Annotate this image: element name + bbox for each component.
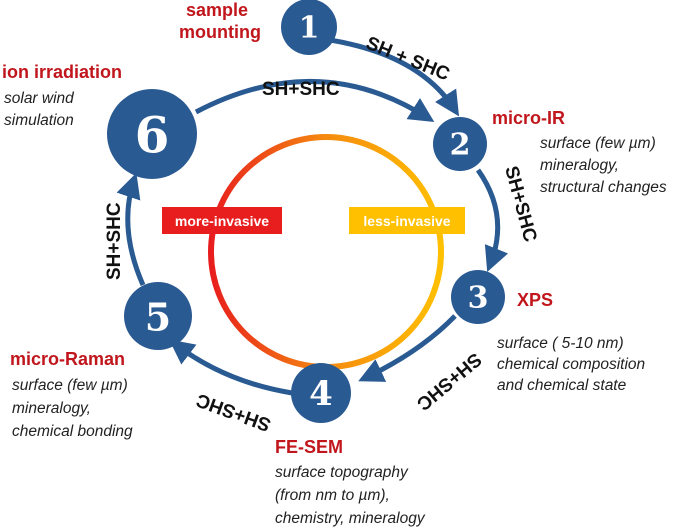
step-5-desc-line-3: chemical bonding (12, 423, 133, 440)
step-3-desc-line-2: chemical composition (497, 356, 645, 373)
more-invasive-label: more-invasive (175, 213, 269, 229)
arrow-4-to-5 (169, 339, 293, 396)
arrow-3-to-4 (358, 314, 457, 382)
more-invasive-badge: more-invasive (162, 207, 282, 234)
edge-label-5-6: SH+SHC (104, 202, 125, 280)
step-2-title: micro-IR (492, 108, 565, 128)
step-1-title-line2: mounting (179, 22, 261, 42)
step-3-desc-line-3: and chemical state (497, 377, 627, 394)
edge-label-4-5: SH+SHC (193, 389, 273, 435)
step-4-title: FE-SEM (275, 437, 343, 457)
invasiveness-ring (208, 134, 444, 370)
step-2-desc-line-1: surface (few µm) (540, 135, 656, 152)
step-3-node: 3 (451, 270, 505, 324)
step-2-node: 2 (433, 117, 487, 171)
step-6-desc-line-1: solar wind (4, 90, 75, 107)
less-invasive-badge: less-invasive (349, 207, 465, 234)
arrow-6-to-2 (194, 78, 435, 123)
step-3-desc-line-1: surface ( 5-10 nm) (497, 335, 624, 352)
step-6-number: 6 (135, 106, 170, 165)
edge-label-6-2: SH+SHC (262, 79, 340, 100)
step-5-title: micro-Raman (10, 349, 125, 369)
step-5-desc-line-2: mineralogy, (12, 400, 91, 417)
step-2-desc-line-2: mineralogy, (540, 157, 619, 174)
arrow-2-to-3 (475, 168, 509, 272)
step-5-number: 5 (145, 295, 171, 340)
step-1-title: sample (186, 0, 248, 20)
step-5-node: 5 (124, 282, 192, 350)
step-1-node: 1 (281, 0, 337, 55)
edge-label-3-4: SH+SHC (412, 348, 485, 414)
step-6-title: ion irradiation (2, 62, 122, 82)
step-6-node: 6 (107, 89, 197, 179)
arrow-5-to-6 (116, 172, 146, 287)
less-invasive-label: less-invasive (363, 213, 450, 229)
step-5-desc-line-1: surface (few µm) (12, 377, 128, 394)
step-4-desc-line-2: (from nm to µm), (275, 487, 390, 504)
arrow-1-to-2 (329, 37, 460, 117)
step-4-desc-line-3: chemistry, mineralogy (275, 510, 426, 527)
step-4-desc-line-1: surface topography (275, 464, 409, 481)
step-6-desc-line-2: simulation (4, 112, 74, 129)
step-3-title: XPS (517, 290, 553, 310)
step-1-number: 1 (299, 11, 320, 46)
step-2-number: 2 (450, 128, 471, 163)
step-4-number: 4 (309, 374, 333, 414)
edge-label-2-3: SH+SHC (500, 164, 540, 245)
edge-label-1-2: SH + SHC (363, 33, 453, 86)
step-4-node: 4 (291, 363, 351, 423)
step-3-number: 3 (468, 281, 489, 316)
step-2-desc-line-3: structural changes (540, 179, 667, 196)
